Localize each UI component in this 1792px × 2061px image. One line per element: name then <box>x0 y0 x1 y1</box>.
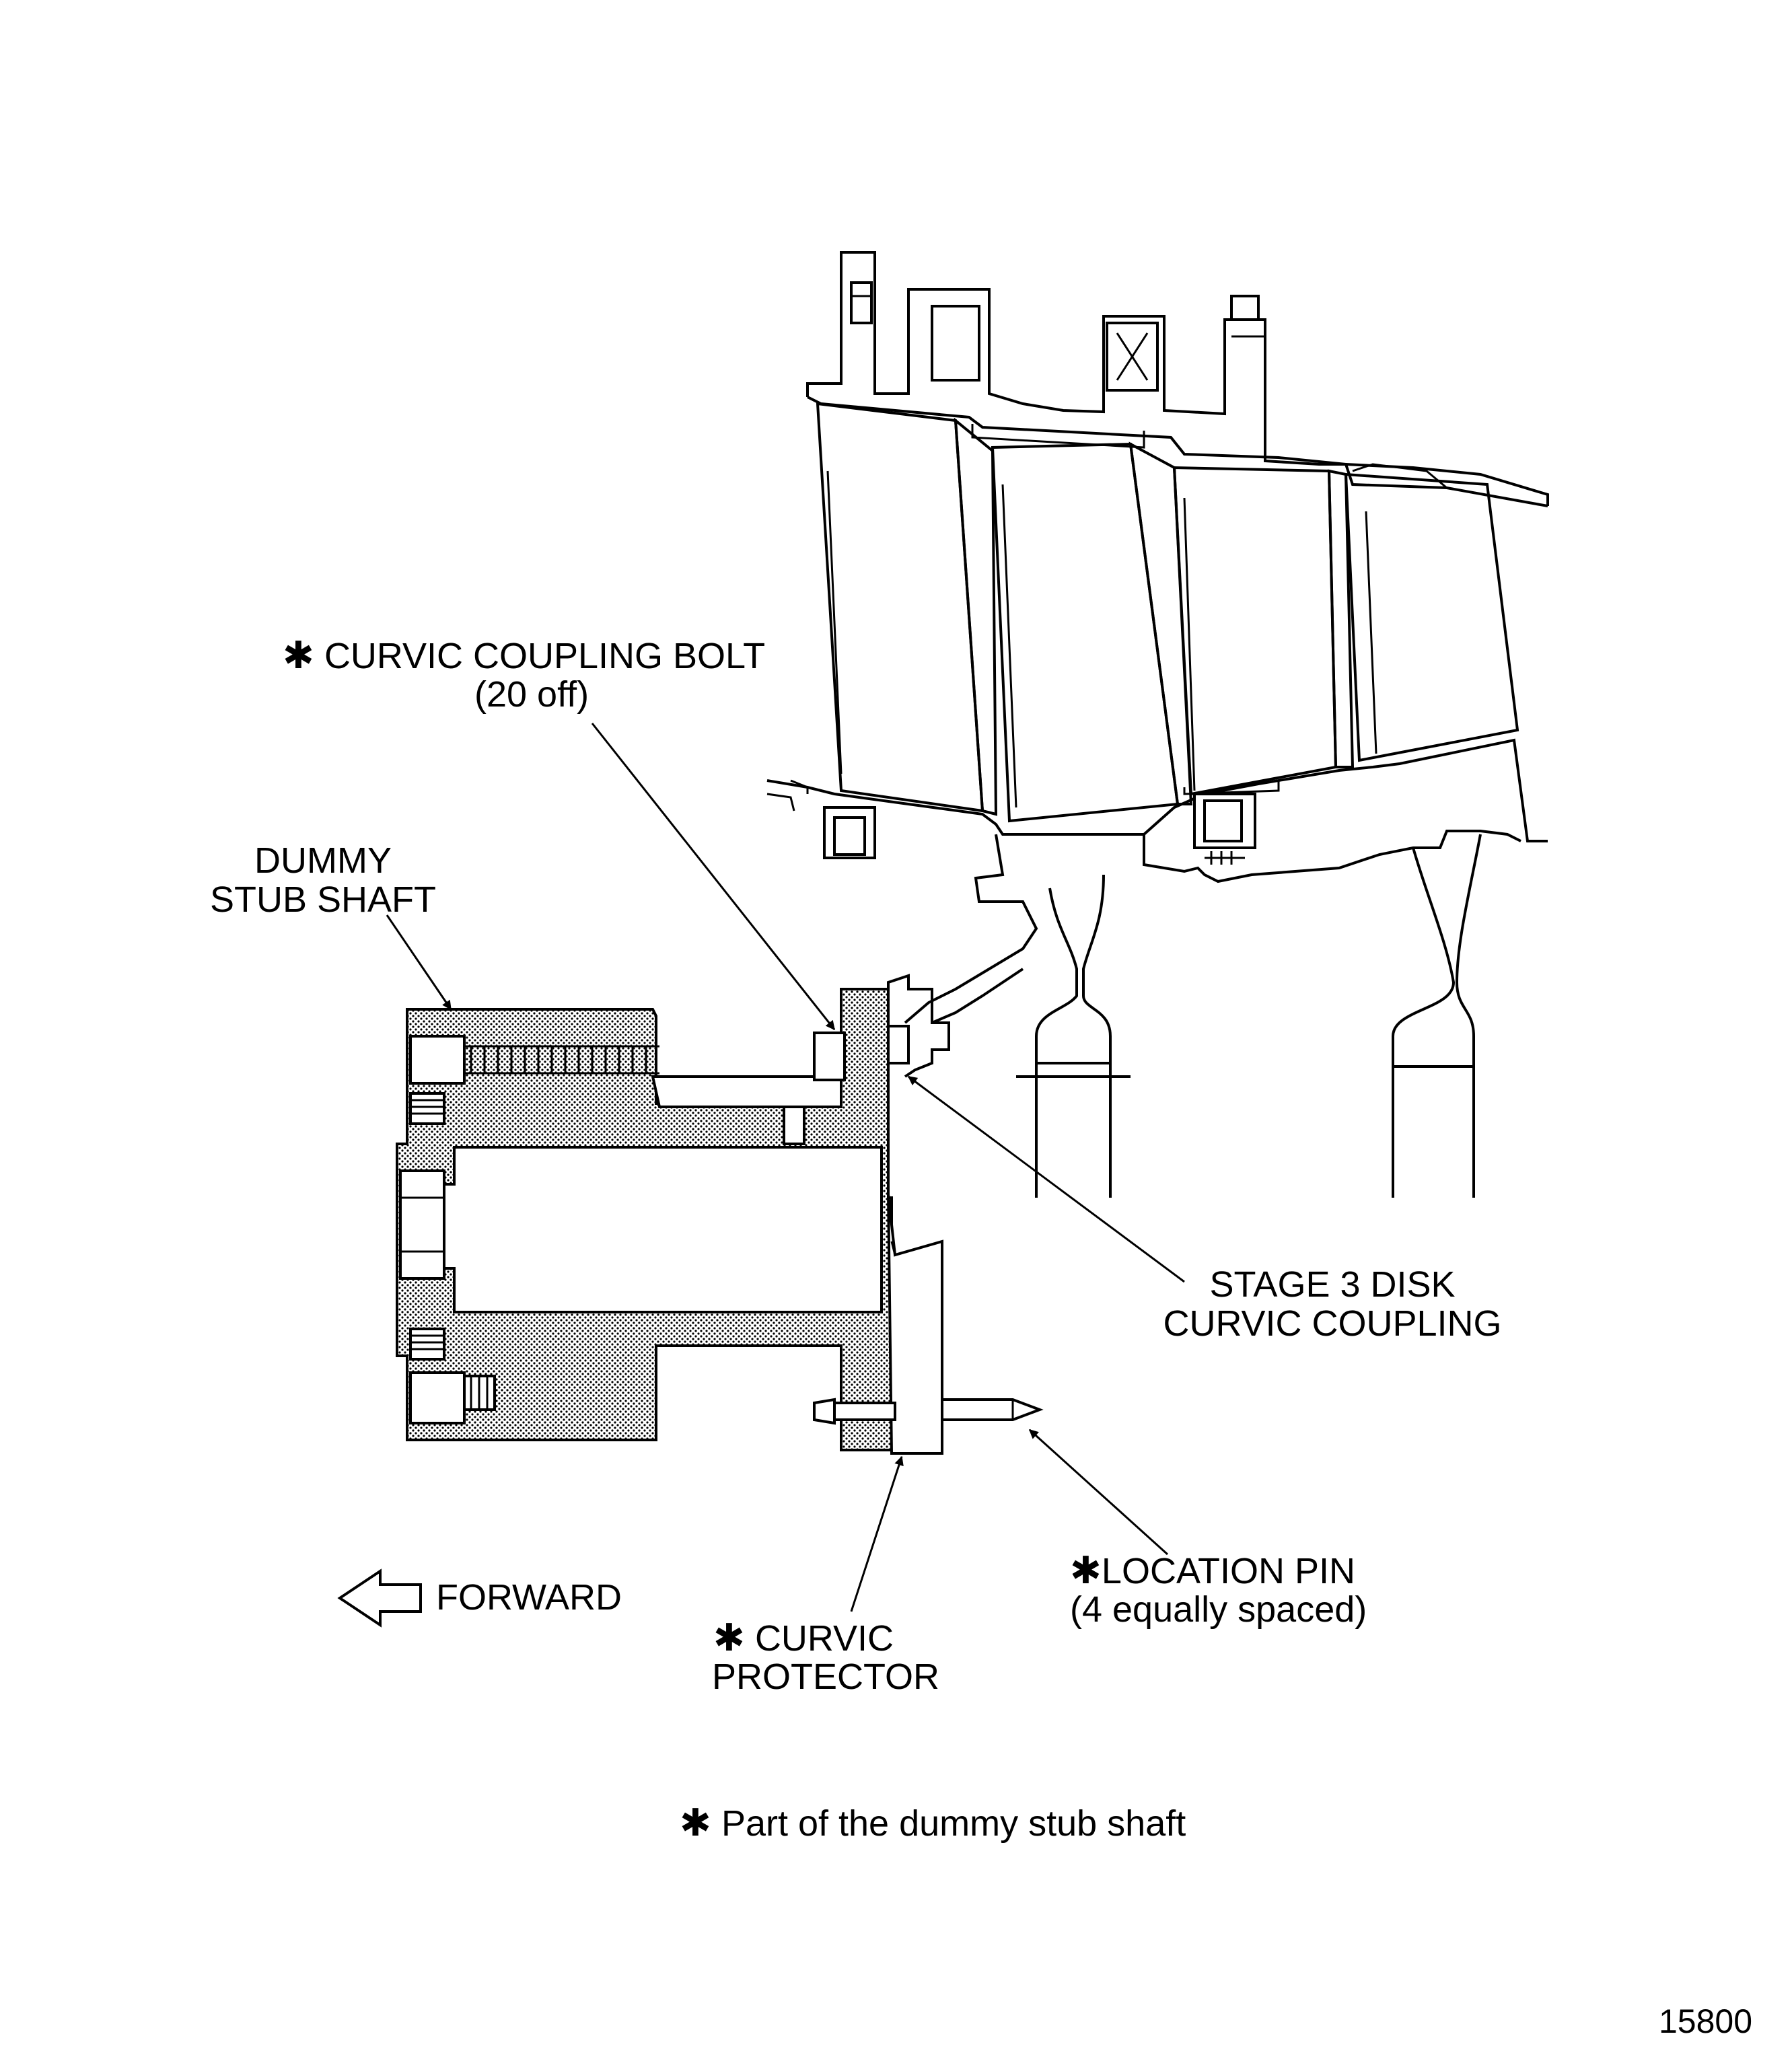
label-curvic-coupling-bolt-line1: CURVIC COUPLING BOLT <box>324 636 766 676</box>
dummy-stub-shaft-body <box>396 968 1044 1455</box>
label-stage3-line2: CURVIC COUPLING <box>1163 1303 1502 1344</box>
rotor-stator-assembly <box>766 251 1549 1198</box>
asterisk-icon: ✱ <box>283 634 314 676</box>
label-curvic-protector-line2: PROTECTOR <box>712 1657 940 1697</box>
leader-lines <box>386 723 1185 1612</box>
label-dummy-stub-shaft: DUMMY STUB SHAFT <box>202 841 444 919</box>
asterisk-icon: ✱ <box>713 1616 745 1659</box>
label-curvic-protector-line1: CURVIC <box>754 1618 894 1659</box>
label-dummy-line1: DUMMY <box>254 840 392 881</box>
asterisk-icon: ✱ <box>1070 1549 1102 1591</box>
asterisk-icon: ✱ <box>680 1801 711 1844</box>
label-curvic-coupling-bolt-qty: (20 off) <box>474 674 589 715</box>
label-forward: FORWARD <box>436 1577 622 1618</box>
label-stage3-line1: STAGE 3 DISK <box>1209 1264 1456 1305</box>
label-curvic-protector: ✱ CURVIC <box>713 1616 894 1659</box>
label-curvic-coupling-bolt: ✱ CURVIC COUPLING BOLT <box>283 636 765 676</box>
label-location-pin-line1: LOCATION PIN <box>1101 1551 1355 1591</box>
label-location-pin-spacing: (4 equally spaced) <box>1070 1589 1367 1630</box>
figure-number: 15800 <box>1659 2002 1753 2040</box>
footnote-text: Part of the dummy stub shaft <box>721 1803 1186 1844</box>
label-stage3-disk-curvic-coupling: STAGE 3 DISK CURVIC COUPLING <box>1144 1265 1521 1343</box>
label-dummy-line2: STUB SHAFT <box>209 879 437 920</box>
forward-arrow-icon <box>337 1568 422 1628</box>
label-location-pin: ✱LOCATION PIN <box>1070 1551 1355 1591</box>
footnote: ✱ Part of the dummy stub shaft <box>680 1801 1186 1844</box>
